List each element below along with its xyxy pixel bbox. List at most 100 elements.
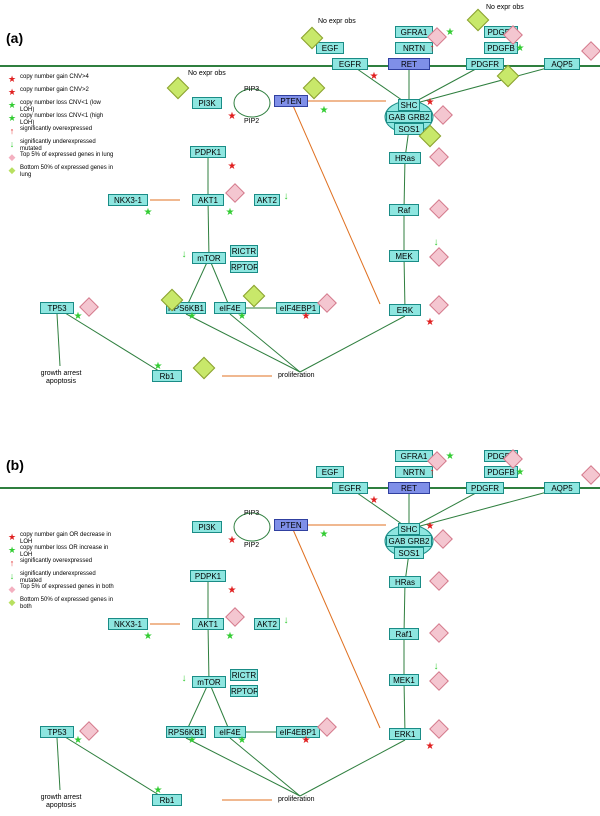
legend-text: Top 5% of expressed genes in lung [20, 152, 114, 158]
green-star-icon: ★ [7, 545, 17, 555]
pink-diamond-icon: ◆ [8, 152, 16, 162]
green-star-icon: ★ [319, 105, 329, 116]
green-down-arrow-icon: ↓ [283, 191, 289, 202]
red-star-icon: ★ [425, 741, 435, 752]
red-up-arrow-icon: ↑ [429, 43, 435, 54]
gene-node-hras: HRas [389, 576, 421, 588]
legend-text: copy number gain CNV>4 [20, 74, 89, 80]
edge-egfr-shc [349, 63, 410, 106]
legend-item: ★copy number loss CNV<1 (high LOH) [6, 113, 116, 126]
red-star-icon: ★ [227, 585, 237, 596]
green-star-icon: ★ [153, 361, 163, 372]
green-down-arrow-icon: ↓ [9, 571, 15, 581]
gene-node-rb1: Rb1 [152, 370, 182, 382]
gene-node-pdgfb: PDGFB [484, 42, 518, 54]
green-down-arrow-icon: ↓ [283, 615, 289, 626]
edge-mtor-rps6kb1 [185, 681, 210, 733]
edge-pdgfr-shc [408, 63, 486, 106]
edge-hras-raf [403, 581, 406, 635]
gene-node-sos1: SOS1 [394, 547, 424, 559]
label-prolif: proliferation [278, 796, 315, 803]
gene-node-erk: ERK1 [389, 728, 421, 740]
gene-node-rptor: RPTOR [230, 685, 258, 697]
green-down-arrow-icon: ↓ [181, 249, 187, 260]
yellow-diamond-icon: ◆ [8, 597, 16, 607]
gene-node-erk: ERK [389, 304, 421, 316]
legend-item: ★copy number gain CNV>2 [6, 87, 116, 97]
legend-item: ↑significantly overexpressed [6, 126, 116, 136]
panel-label-a: (a) [6, 30, 24, 46]
red-up-arrow-icon: ↑ [9, 558, 15, 568]
legend-text: Top 5% of expressed genes in both [20, 584, 114, 590]
green-star-icon: ★ [73, 735, 83, 746]
gene-node-shc: SHC [398, 523, 420, 535]
edge-aqp5-shc [408, 487, 563, 530]
gene-node-pi3k: PI3K [192, 97, 222, 109]
gene-node-rictr: RICTR [230, 245, 258, 257]
legend-item: ↑ significantly overexpressed [6, 558, 116, 568]
red-up-arrow-icon: ↑ [429, 467, 435, 478]
legend-text: copy number loss OR increase in LOH [20, 545, 109, 558]
edge-erk-prolif [299, 739, 406, 797]
label-growth: growth arrest apoptosis [40, 794, 82, 809]
gene-node-nkx: NKX3-1 [108, 618, 148, 630]
green-star-icon: ★ [237, 311, 247, 322]
label-pip3: PIP3 [244, 86, 260, 93]
gene-node-hras: HRas [389, 152, 421, 164]
legend-item: ◆Top 5% of expressed genes in both [6, 584, 116, 594]
legend-text: Bottom 50% of expressed genes in lung [20, 165, 114, 178]
no-expr-obs-note: No expr obs [318, 18, 356, 25]
legend-text: copy number loss CNV<1 (low LOH) [20, 100, 101, 113]
edge-mek-erk [403, 679, 406, 735]
edge-tp53-rb1 [56, 731, 168, 801]
green-star-icon: ★ [515, 43, 525, 54]
gene-node-akt2: AKT2 [254, 618, 280, 630]
gene-node-akt1: AKT1 [192, 194, 224, 206]
gene-node-nrtn: NRTN [395, 466, 433, 478]
red-star-icon: ★ [7, 87, 17, 97]
green-star-icon: ★ [445, 451, 455, 462]
legend-item: ◆ Bottom 50% of expressed genes in lung [6, 165, 116, 178]
edge-akt1-mtor [207, 623, 210, 683]
legend-text: significantly overexpressed [20, 558, 93, 564]
gene-node-akt2: AKT2 [254, 194, 280, 206]
gene-node-shc: SHC [398, 99, 420, 111]
legend-text: significantly underexpressed mutated [20, 571, 96, 584]
gene-node-pten: PTEN [274, 519, 308, 531]
gene-node-pdpk1: PDPK1 [190, 570, 226, 582]
gene-node-egfr: EGFR [332, 58, 368, 70]
pip-cycle [233, 88, 271, 118]
green-star-icon: ★ [237, 735, 247, 746]
yellow-diamond-icon: ◆ [8, 165, 16, 175]
gene-node-grb2: GAB GRB2 [386, 535, 432, 547]
gene-node-eif4ebp1: eIF4EBP1 [276, 726, 320, 738]
gene-node-eif4e: eIF4E [214, 726, 246, 738]
label-pip2: PIP2 [244, 542, 260, 549]
legend-text: copy number gain OR decrease in LOH [20, 532, 112, 545]
gene-node-mek: MEK [389, 250, 419, 262]
edge-mtor-eif4e [208, 681, 231, 733]
gene-node-rb1: Rb1 [152, 794, 182, 806]
gene-node-pdgfb: PDGFB [484, 466, 518, 478]
legend-text: Bottom 50% of expressed genes in both [20, 597, 114, 610]
no-expr-obs-note: No expr obs [486, 4, 524, 11]
green-star-icon: ★ [515, 467, 525, 478]
gene-node-pdgfr: PDGFR [466, 58, 504, 70]
gene-node-raf: Raf [389, 204, 419, 216]
gene-node-mtor: mTOR [192, 676, 226, 688]
edge-akt1-mtor [207, 199, 210, 259]
edge-eif4e-prolif [229, 313, 301, 373]
gene-node-egf: EGF [316, 466, 344, 478]
label-growth: growth arrest apoptosis [40, 370, 82, 385]
gene-node-nrtn: NRTN [395, 42, 433, 54]
legend-item: ★copy number gain OR decrease in LOH [6, 532, 116, 545]
legend-item: ◆ Bottom 50% of expressed genes in both [6, 597, 116, 610]
red-star-icon: ★ [227, 111, 237, 122]
gene-node-sos1: SOS1 [394, 123, 424, 135]
edge-aqp5-shc [408, 63, 563, 106]
edge-mek-erk [403, 255, 406, 311]
green-star-icon: ★ [143, 207, 153, 218]
green-star-icon: ★ [7, 100, 17, 110]
green-star-icon: ★ [445, 27, 455, 38]
red-star-icon: ★ [7, 532, 17, 542]
